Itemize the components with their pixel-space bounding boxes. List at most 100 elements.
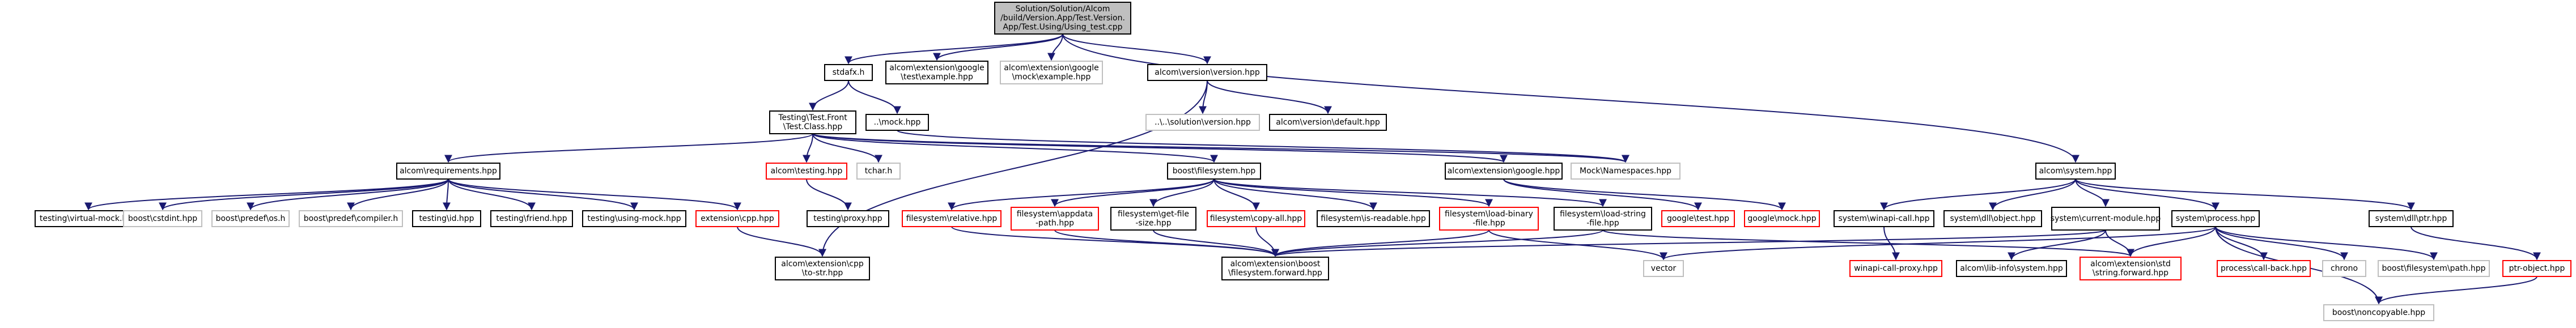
node-label-line: alcom\version\default.hpp [1276,118,1380,127]
edge-dll-ptr-to-ptr-object [2411,226,2541,261]
node-solution-version[interactable]: ..\..\solution\version.hpp [1145,114,1260,131]
edge-testing-front-to-ext-google [812,133,1508,163]
node-label-line: -path.hpp [1036,219,1074,228]
node-label-line: alcom\extension\google.hpp [1448,167,1560,176]
node-label-line: ..\..\solution\version.hpp [1155,118,1251,127]
node-label-line: ..\mock.hpp [874,118,921,127]
edge-boost-filesystem-to-fs-getfilesize [1149,178,1215,207]
node-extension-cpp[interactable]: extension\cpp.hpp [695,210,779,227]
node-winapi-proxy[interactable]: winapi-call-proxy.hpp [1849,260,1942,277]
edge-alcom-testing-to-testing-proxy [806,178,852,211]
node-box [1445,163,1563,180]
node-ptr-object[interactable]: ptr-object.hpp [2502,260,2571,277]
node-root[interactable]: Solution/Solution/Alcom/build/Version.Ap… [994,2,1131,35]
node-fs-isreadable[interactable]: filesystem\is-readable.hpp [1317,210,1430,227]
node-box [766,163,847,180]
node-label-line: alcom\version\version.hpp [1155,68,1260,77]
node-mock-hpp[interactable]: ..\mock.hpp [865,114,929,131]
node-box [1317,210,1430,227]
edge-root-to-gtest-example [933,33,1063,61]
node-label-line: filesystem\load-binary [1445,210,1533,219]
node-box [1956,260,2067,277]
node-box [695,210,779,227]
node-gmock-example[interactable]: alcom\extension\google\mock\example.hpp [1000,61,1103,84]
node-requirements[interactable]: alcom\requirements.hpp [396,163,500,180]
edge-alcom-system-to-dll-ptr [2075,178,2415,211]
node-version-hpp[interactable]: alcom\version\version.hpp [1147,64,1267,81]
edge-ext-google-to-google-mock [1503,178,1786,211]
node-label-line: Mock\Namespaces.hpp [1580,167,1671,176]
node-fs-copyall[interactable]: filesystem\copy-all.hpp [1207,210,1305,227]
node-vector[interactable]: vector [1643,260,1684,277]
node-winapi-call[interactable]: system\winapi-call.hpp [1834,210,1934,227]
node-google-mock[interactable]: google\mock.hpp [1744,210,1820,227]
edge-system-process-to-vector [1660,226,2216,261]
edge-boost-filesystem-to-fs-loadstring [1213,178,1607,207]
node-testing-friend[interactable]: testing\friend.hpp [490,210,573,227]
node-boost-fs-path[interactable]: boost\filesystem\path.hpp [2378,260,2490,277]
node-predef-compiler[interactable]: boost\predef\compiler.h [299,210,403,227]
node-mock-namespaces[interactable]: Mock\Namespaces.hpp [1571,163,1680,180]
node-box [1571,163,1680,180]
node-fs-relative[interactable]: filesystem\relative.hpp [902,210,1001,227]
node-process-callback[interactable]: process\call-back.hpp [2217,260,2311,277]
node-box [1643,260,1684,277]
node-label-line: alcom\testing.hpp [771,167,843,176]
node-fs-appdata[interactable]: filesystem\appdata-path.hpp [1011,207,1099,231]
node-label-line: filesystem\load-string [1560,210,1646,219]
node-label-line: system\process.hpp [2176,214,2255,223]
node-alcom-system[interactable]: alcom\system.hpp [2035,163,2116,180]
node-box [2051,207,2160,231]
node-alcom-testing[interactable]: alcom\testing.hpp [766,163,847,180]
node-dll-object[interactable]: system\dll\object.hpp [1943,210,2042,227]
node-boost-cstdint[interactable]: boost\cstdint.hpp [123,210,202,227]
edge-version-hpp-to-version-default [1207,80,1332,114]
node-dll-ptr[interactable]: system\dll\ptr.hpp [2369,210,2454,227]
node-label-line: App/Test.Using/Using_test.cpp [1003,23,1123,32]
node-tchar[interactable]: tchar.h [856,163,901,180]
node-lib-info[interactable]: alcom\lib-info\system.hpp [1956,260,2067,277]
node-label-line: \test\example.hpp [901,73,973,82]
node-chrono[interactable]: chrono [2322,260,2366,277]
node-label-line: boost\predef\compiler.h [304,214,398,223]
node-boost-noncopyable[interactable]: boost\noncopyable.hpp [2323,304,2434,321]
edge-ext-google-to-google-test [1503,178,1702,211]
node-testing-proxy[interactable]: testing\proxy.hpp [807,210,889,227]
node-box [885,61,988,84]
node-box [1849,260,1942,277]
node-fs-loadbinary[interactable]: filesystem\load-binary-file.hpp [1439,207,1539,231]
edge-testing-front-to-tchar [812,133,882,163]
node-system-process[interactable]: system\process.hpp [2171,210,2260,227]
node-label-line: boost\predef\os.h [216,214,286,223]
node-label-line: alcom\lib-info\system.hpp [1960,264,2063,273]
node-boost-filesystem[interactable]: boost\filesystem.hpp [1167,163,1261,180]
node-ext-cpp-tostr[interactable]: alcom\extension\cpp\to-str.hpp [775,257,870,280]
edge-requirements-to-boost-cstdint [159,178,449,211]
node-testing-using-mock[interactable]: testing\using-mock.hpp [582,210,686,227]
edge-boost-filesystem-to-fs-loadbinary [1213,178,1493,207]
node-label-line: \to-str.hpp [802,269,843,278]
node-gtest-example[interactable]: alcom\extension\google\test\example.hpp [885,61,988,84]
node-current-module[interactable]: system\current-module.hpp [2051,207,2161,231]
node-fs-loadstring[interactable]: filesystem\load-string-file.hpp [1554,207,1652,231]
node-testing-front[interactable]: Testing\Test.Front\Test.Class.hpp [769,110,856,134]
edge-testing-front-to-alcom-testing [803,133,813,163]
node-box [1147,64,1267,81]
node-label-line: testing\friend.hpp [496,214,567,223]
node-std-string-forward[interactable]: alcom\extension\std\string.forward.hpp [2080,257,2182,280]
node-testing-id[interactable]: testing\id.hpp [412,210,481,227]
node-box [902,210,1001,227]
node-boost-fs-forward[interactable]: alcom\extension\boost\filesystem.forward… [1221,257,1329,280]
node-google-test[interactable]: google\test.hpp [1661,210,1735,227]
edge-ptr-object-to-boost-noncopyable [2375,276,2537,305]
edge-fs-relative-to-boost-fs-forward [951,226,1279,257]
node-fs-getfilesize[interactable]: filesystem\get-file-size.hpp [1110,207,1196,231]
node-ext-google[interactable]: alcom\extension\google.hpp [1445,163,1563,180]
node-box [1744,210,1820,227]
edge-winapi-call-to-winapi-proxy [1883,226,1900,261]
node-version-default[interactable]: alcom\version\default.hpp [1269,114,1387,131]
node-stdafx[interactable]: stdafx.h [824,64,873,81]
edge-alcom-system-to-current-module [2075,178,2110,207]
node-predef-os[interactable]: boost\predef\os.h [211,210,290,227]
